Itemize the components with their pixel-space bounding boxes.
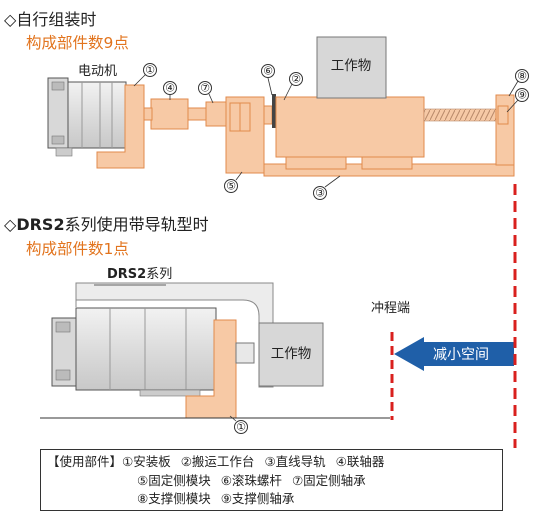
motor-1 [47, 77, 127, 157]
callout-2-1: ① [234, 420, 248, 434]
callout-1: ① [143, 63, 157, 77]
drs2-label: DRS2系列 [107, 267, 172, 282]
diamond-icon: ◇ [4, 10, 17, 29]
legend-item: ④联轴器 [335, 454, 385, 469]
mounting-plate [96, 84, 145, 169]
legend-row-3: ⑧支撑侧模块 ⑨支撑侧轴承 [47, 490, 496, 509]
legend-item: ⑦固定侧轴承 [291, 472, 366, 488]
fixed-bearing [205, 101, 227, 127]
parts-legend: 【使用部件】①安装板 ②搬运工作台 ③直线导轨 ④联轴器 ⑤固定侧模块 ⑥滚珠螺杆 ⑦固定… [40, 449, 503, 511]
ball-screw-nut [272, 94, 276, 128]
legend-item: ⑧支撑侧模块 [137, 491, 211, 506]
legend-item: ⑨支撑侧轴承 [220, 491, 295, 506]
legend-row-2: ⑤固定侧模块 ⑥滚珠螺杆 ⑦固定侧轴承 [47, 472, 496, 491]
legend-item: ③直线导轨 [264, 454, 326, 469]
section2-title-rest: 系列使用带导轨型时 [64, 215, 209, 234]
transport-table [275, 96, 425, 158]
workpiece-1-label: 工作物 [331, 58, 372, 74]
leader-lines-1 [133, 73, 519, 188]
legend-row-1: 【使用部件】①安装板 ②搬运工作台 ③直线导轨 ④联轴器 [47, 453, 496, 472]
motor-2 [51, 307, 217, 397]
ball-screw [423, 108, 497, 122]
legend-item: ⑤固定侧模块 [137, 472, 211, 488]
space-saving-label: 减小空间 [433, 347, 489, 363]
section2-count: 构成部件数1点 [26, 240, 129, 258]
space-saving-arrow [394, 337, 514, 371]
motor-label: 电动机 [78, 64, 117, 79]
legend-item: 【使用部件】①安装板 [47, 454, 171, 469]
section1-heading: ◇自行组装时 [4, 6, 96, 30]
stroke-end-label: 冲程端 [371, 301, 410, 316]
callouts-1: ① [143, 63, 157, 77]
section2-title-bold: DRS2 [16, 215, 65, 234]
workpiece-1 [316, 36, 387, 99]
legend-item: ②搬运工作台 [180, 454, 255, 469]
section1-title: 自行组装时 [16, 10, 97, 29]
coupling [150, 98, 189, 130]
diamond-icon: ◇ [4, 215, 17, 234]
svg-text:①: ① [145, 64, 155, 77]
svg-text:①: ① [236, 421, 246, 434]
legend-item: ⑥滚珠螺杆 [220, 472, 282, 488]
workpiece-2 [258, 322, 324, 387]
workpiece-2-label: 工作物 [271, 346, 312, 362]
support-bearing [497, 105, 509, 125]
section1-count: 构成部件数9点 [26, 34, 129, 52]
section2-heading: ◇DRS2系列使用带导轨型时 [4, 211, 209, 235]
